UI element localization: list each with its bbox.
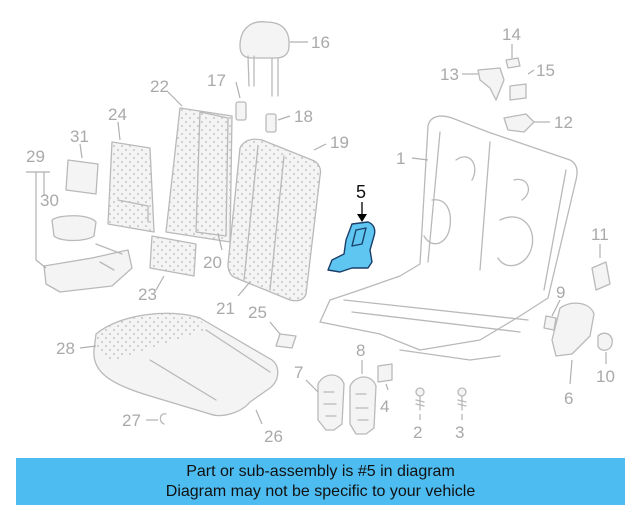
callout-10: 10 <box>596 367 615 386</box>
callout-21: 21 <box>216 299 235 318</box>
info-banner: Part or sub-assembly is #5 in diagram Di… <box>16 458 625 505</box>
cover-part-8 <box>349 376 377 435</box>
seatback-pad-part <box>165 107 233 243</box>
parts-diagram: 16 17 18 22 20 19 21 24 31 2 <box>26 21 615 446</box>
callout-25: 25 <box>248 303 267 322</box>
callout-1: 1 <box>396 149 405 168</box>
block-part <box>149 235 197 277</box>
seat-frame-part <box>319 115 578 361</box>
seat-cushion-part <box>93 312 279 417</box>
callout-16: 16 <box>311 33 330 52</box>
callout-27: 27 <box>122 411 141 430</box>
callout-13: 13 <box>440 65 459 84</box>
cover-part-7 <box>317 374 345 431</box>
small-bracket-part <box>477 57 527 101</box>
banner-line-1: Part or sub-assembly is #5 in diagram <box>186 462 455 480</box>
callout-14: 14 <box>502 25 521 44</box>
headrest-part <box>239 21 290 97</box>
callout-9: 9 <box>556 283 565 302</box>
callout-11: 11 <box>591 225 609 244</box>
callout-23: 23 <box>138 285 157 304</box>
callout-12: 12 <box>554 113 573 132</box>
callout-24: 24 <box>108 105 127 124</box>
callout-29: 29 <box>26 147 45 166</box>
headrest-guide-part <box>235 101 277 133</box>
callout-2: 2 <box>413 423 422 442</box>
bracket-part <box>275 333 297 349</box>
callout-22: 22 <box>150 77 169 96</box>
callout-30: 30 <box>40 191 59 210</box>
bolt-part-2 <box>415 387 425 411</box>
highlighted-part-5 <box>327 221 376 273</box>
callout-15: 15 <box>536 61 555 80</box>
banner-line-2: Diagram may not be specific to your vehi… <box>165 482 476 500</box>
callout-17: 17 <box>207 71 226 90</box>
callout-3: 3 <box>455 423 464 442</box>
latch-part <box>503 113 535 133</box>
clip-part <box>159 413 167 425</box>
seatback-cover-part <box>227 138 322 302</box>
callout-18: 18 <box>294 107 313 126</box>
armrest-part <box>43 215 133 293</box>
callout-28: 28 <box>56 339 75 358</box>
callout-26: 26 <box>264 427 283 446</box>
callout-20: 20 <box>203 253 222 272</box>
pad-part <box>65 159 99 195</box>
callout-6: 6 <box>564 389 573 408</box>
callout-31: 31 <box>70 127 89 146</box>
bolt-part-3 <box>457 387 467 411</box>
callout-7: 7 <box>294 363 303 382</box>
clip-part-4 <box>377 363 393 383</box>
callout-5: 5 <box>356 182 366 202</box>
side-cover-part <box>543 302 613 357</box>
callout-8: 8 <box>356 341 365 360</box>
cap-part <box>591 261 611 291</box>
callout-19: 19 <box>330 133 349 152</box>
callout-4: 4 <box>380 397 389 416</box>
side-panel-part <box>107 141 155 233</box>
